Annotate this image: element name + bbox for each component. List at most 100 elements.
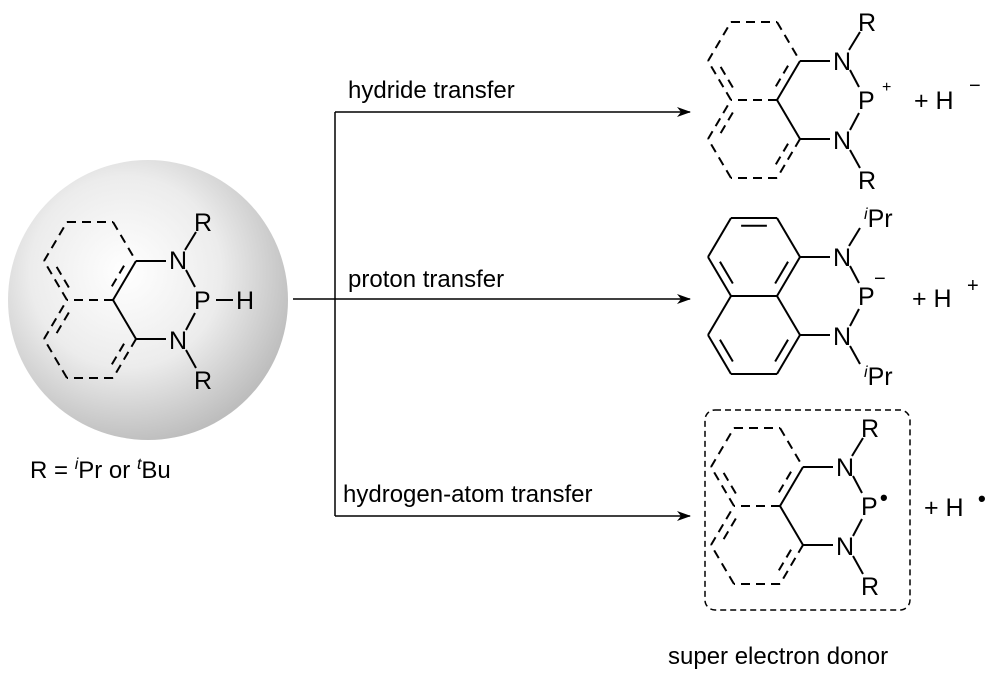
aromatic-inner-bond bbox=[55, 265, 70, 289]
double-bond-inner bbox=[774, 339, 789, 363]
atom-n: N bbox=[833, 48, 851, 76]
bond bbox=[779, 466, 804, 507]
bond bbox=[112, 338, 137, 379]
n-p-bond bbox=[849, 69, 860, 88]
n-p-bond bbox=[849, 112, 860, 131]
bond bbox=[43, 338, 68, 379]
bond bbox=[707, 295, 732, 336]
bond bbox=[43, 260, 68, 301]
atom-r-bottom: R bbox=[194, 367, 212, 395]
n-r-bond bbox=[852, 555, 864, 575]
aromatic-inner-bond bbox=[777, 471, 792, 495]
bond bbox=[710, 544, 735, 585]
bond bbox=[776, 295, 801, 336]
bond bbox=[43, 299, 68, 340]
atom-n: N bbox=[833, 244, 851, 272]
atom-n: N bbox=[836, 454, 854, 482]
bond bbox=[776, 217, 801, 258]
atom-n: N bbox=[833, 127, 851, 155]
byproduct-charge: + bbox=[967, 275, 979, 297]
n-p-bond bbox=[185, 269, 196, 288]
atom-ipr: iPr bbox=[864, 205, 893, 233]
bond bbox=[779, 505, 804, 546]
radical-dot: • bbox=[978, 486, 986, 511]
bond bbox=[707, 334, 732, 375]
atom-h: H bbox=[236, 287, 254, 315]
aromatic-inner-bond bbox=[722, 517, 737, 541]
bond bbox=[779, 544, 804, 585]
n-r-bond bbox=[848, 31, 861, 51]
bond bbox=[776, 60, 801, 101]
byproduct-charge: − bbox=[969, 75, 981, 97]
sed-dashed-box bbox=[704, 409, 911, 611]
label-hydride-transfer: hydride transfer bbox=[348, 77, 515, 104]
aromatic-inner-bond bbox=[110, 265, 125, 289]
catalyst-sphere bbox=[8, 160, 288, 440]
bond bbox=[112, 299, 137, 340]
branching-arrows bbox=[293, 107, 691, 521]
bond bbox=[779, 427, 804, 468]
atom-r: R bbox=[861, 415, 879, 443]
n-p-bond bbox=[185, 312, 196, 331]
byproduct-hydride: + H bbox=[914, 87, 954, 115]
bond bbox=[710, 505, 735, 546]
p-charge: − bbox=[874, 268, 886, 290]
bond bbox=[112, 221, 137, 262]
anion-product-molecule bbox=[707, 217, 861, 375]
bond bbox=[707, 217, 732, 258]
double-bond-inner bbox=[774, 261, 789, 285]
bond bbox=[776, 138, 801, 179]
n-r-bond bbox=[849, 149, 861, 169]
n-r-bond bbox=[848, 227, 861, 247]
cation-product-molecule bbox=[707, 21, 861, 179]
radical-product-molecule bbox=[710, 427, 864, 585]
aromatic-inner-bond bbox=[774, 65, 789, 89]
n-r-bond bbox=[851, 437, 864, 457]
label-proton-transfer: proton transfer bbox=[348, 266, 504, 293]
atom-r: R bbox=[861, 573, 879, 601]
aromatic-inner-bond bbox=[55, 311, 70, 335]
n-p-bond bbox=[852, 518, 863, 537]
aromatic-inner-bond bbox=[719, 65, 734, 89]
bond bbox=[707, 99, 732, 140]
bond bbox=[707, 21, 732, 62]
substituent-note: R = iPr or tBu bbox=[30, 456, 171, 484]
double-bond-inner bbox=[719, 339, 734, 363]
bond bbox=[710, 466, 735, 507]
n-p-bond bbox=[849, 265, 860, 284]
p-charge: + bbox=[882, 79, 891, 96]
bond bbox=[776, 256, 801, 297]
n-r-bond bbox=[185, 349, 197, 369]
super-electron-donor-caption: super electron donor bbox=[668, 643, 888, 670]
atom-r: R bbox=[858, 9, 876, 37]
bond bbox=[776, 334, 801, 375]
radical-dot: • bbox=[880, 485, 888, 510]
byproduct-h-atom: + H bbox=[924, 494, 964, 522]
atom-ipr: iPr bbox=[864, 363, 893, 391]
label-hat: hydrogen-atom transfer bbox=[343, 481, 592, 508]
n-r-bond bbox=[849, 345, 861, 365]
bond bbox=[776, 21, 801, 62]
atom-n: N bbox=[836, 533, 854, 561]
aromatic-inner-bond bbox=[110, 343, 125, 367]
atom-p-radical: P bbox=[861, 493, 878, 521]
bond bbox=[707, 256, 732, 297]
atom-r: R bbox=[858, 167, 876, 195]
n-p-bond bbox=[849, 308, 860, 327]
bond bbox=[710, 427, 735, 468]
n-p-bond bbox=[852, 475, 863, 494]
reactant-molecule bbox=[43, 221, 197, 379]
bond bbox=[112, 260, 137, 301]
bond bbox=[707, 138, 732, 179]
atom-n: N bbox=[833, 323, 851, 351]
atom-r-top: R bbox=[194, 209, 212, 237]
aromatic-inner-bond bbox=[719, 111, 734, 135]
byproduct-proton: + H bbox=[912, 285, 952, 313]
atom-p-anion: P bbox=[858, 283, 875, 311]
bond bbox=[776, 99, 801, 140]
atom-p: P bbox=[194, 287, 211, 315]
bond bbox=[43, 221, 68, 262]
aromatic-inner-bond bbox=[774, 143, 789, 167]
aromatic-inner-bond bbox=[777, 549, 792, 573]
